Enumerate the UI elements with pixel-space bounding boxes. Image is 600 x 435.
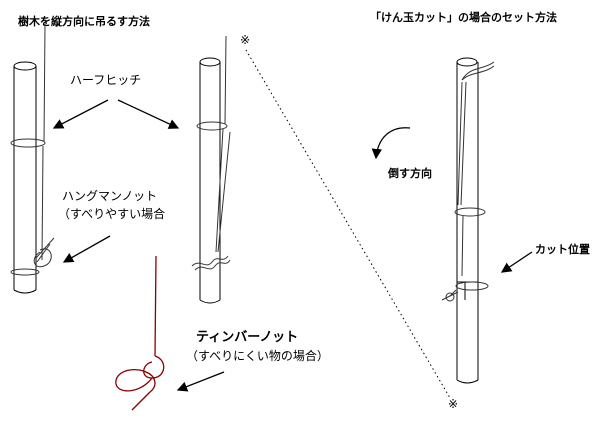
pole-1-rope: [10, 23, 55, 276]
reference-dotted-line: [245, 49, 451, 399]
arrows: [52, 99, 533, 392]
cut-position-arrow: [500, 251, 533, 273]
half-hitch-arrow-left: [52, 99, 109, 129]
pole-1: [13, 61, 37, 294]
fall-direction-label: 倒す方向: [388, 167, 432, 180]
hangman-knot-label: ハングマンノット: [62, 189, 158, 203]
reference-mark-top: ※: [240, 33, 251, 47]
timber-arrow: [176, 371, 225, 392]
hangman-arrow: [62, 235, 111, 263]
pole-2-rope: [191, 35, 231, 271]
pole-2: [199, 57, 221, 304]
reference-mark-bottom: ※: [448, 397, 459, 411]
pole-3-rope: [441, 61, 495, 302]
timber-knot-rope: [115, 255, 165, 411]
half-hitch-label: ハーフヒッチ: [70, 73, 142, 87]
cut-position-label: カット位置: [535, 243, 590, 256]
pole-3: [456, 57, 479, 384]
hangman-note: （すべりやすい場合: [58, 207, 166, 221]
left-title: 樹木を縦方向に吊るす方法: [18, 15, 150, 28]
right-title: 「けん玉カット」の場合のセット方法: [370, 11, 557, 24]
fall-direction-arrow: [371, 127, 411, 160]
half-hitch-arrow-right: [117, 99, 180, 129]
timber-note: （すべりにくい物の場合）: [186, 349, 329, 363]
timber-knot-label: ティンバーノット: [196, 330, 299, 345]
